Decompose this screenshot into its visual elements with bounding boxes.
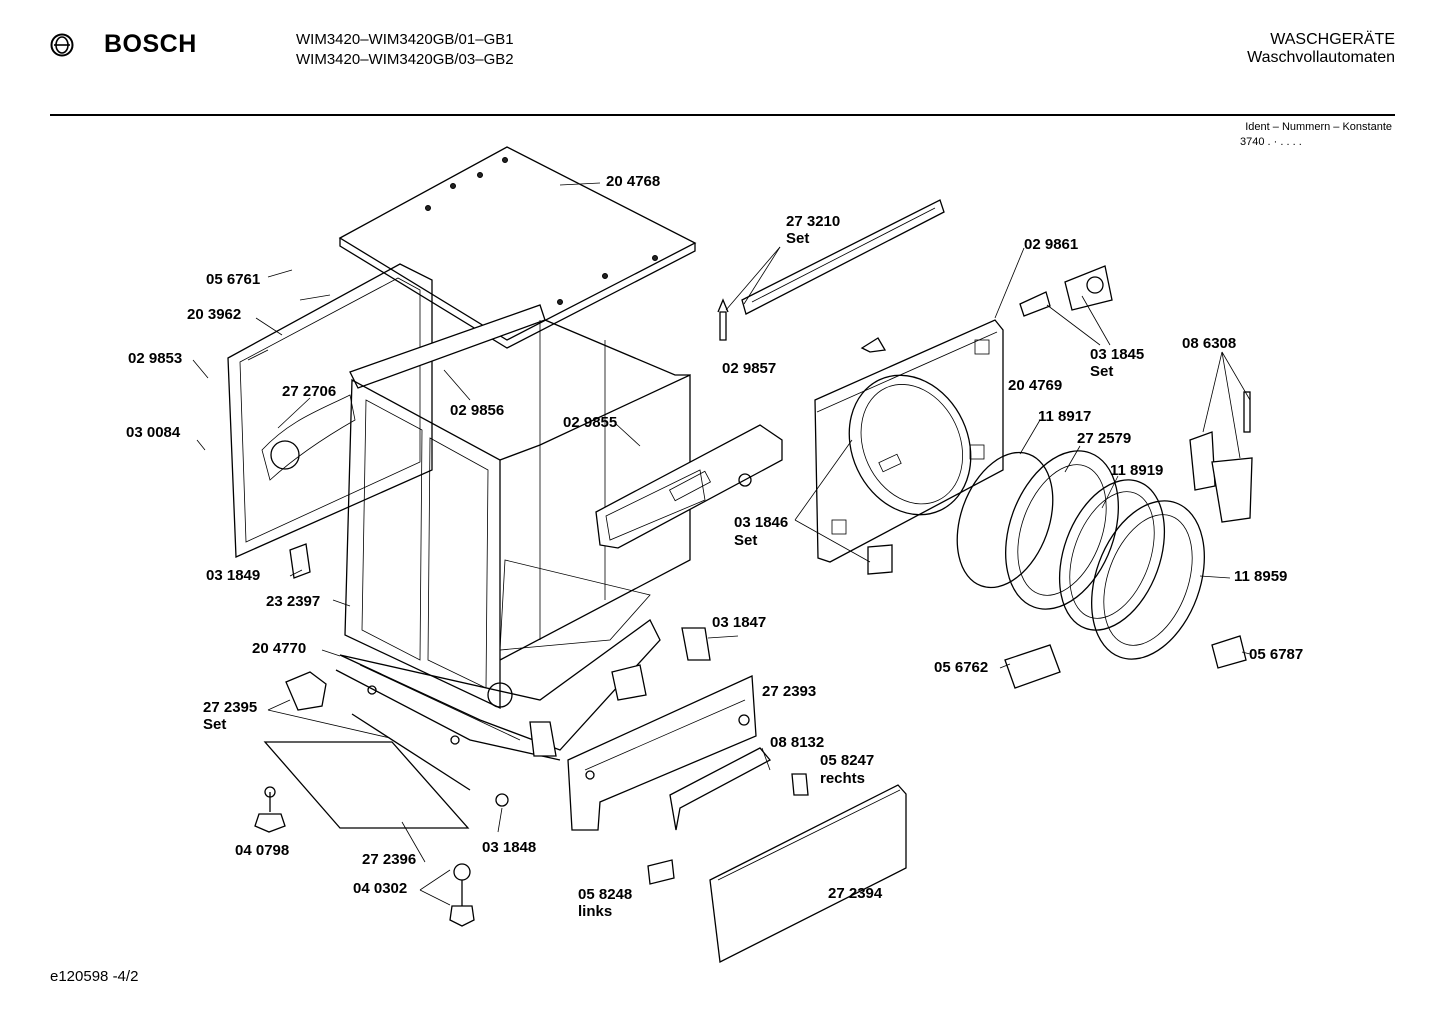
ident-caption: Ident – Nummern – Konstante (1245, 121, 1392, 133)
part-label-058247-side: rechts (820, 770, 866, 787)
part-label-272393: 27 2393 (762, 683, 817, 700)
part-label-272706: 27 2706 (282, 383, 337, 400)
brand-logo-icon (50, 33, 74, 62)
part-label-058248-side: links (578, 903, 613, 920)
part-label-029855: 02 9855 (563, 414, 618, 431)
front-panel-part (814, 319, 1004, 563)
category-line-2: Waschvollautomaten (1247, 49, 1395, 66)
model-line-2: WIM3420–WIM3420GB/03–GB2 (296, 51, 514, 68)
top-cover-part (338, 146, 697, 349)
top-strip-part (717, 199, 945, 341)
control-frame-part (595, 424, 783, 549)
part-label-118959: 11 8959 (1234, 568, 1288, 585)
header-divider (50, 114, 1395, 116)
part-label-029853: 02 9853 (128, 350, 183, 367)
part-label-030084: 03 0084 (126, 424, 181, 441)
part-label-086308: 08 6308 (1182, 335, 1237, 352)
part-label-031849: 03 1849 (206, 567, 261, 584)
part-label-203962: 20 3962 (187, 306, 242, 323)
part-label-056787: 05 6787 (1249, 646, 1304, 663)
lower-parts (254, 543, 1247, 927)
part-label-031848: 03 1848 (482, 839, 537, 856)
part-label-031847: 03 1847 (712, 614, 767, 631)
model-line-1: WIM3420–WIM3420GB/01–GB1 (296, 31, 514, 48)
part-label-040302: 04 0302 (353, 880, 408, 897)
part-label-058248: 05 8248 (578, 886, 633, 903)
ident-value: 3740 . · . . . . (1240, 136, 1302, 148)
part-label-118917: 11 8917 (1038, 408, 1092, 425)
part-label-040798: 04 0798 (235, 842, 290, 859)
part-label-029856: 02 9856 (450, 402, 505, 419)
part-label-204768: 20 4768 (606, 173, 661, 190)
part-label-272395-set: Set (203, 716, 227, 733)
part-label-031845-set: Set (1090, 363, 1114, 380)
part-label-118919: 11 8919 (1110, 462, 1164, 479)
part-label-273210-set: Set (786, 230, 810, 247)
part-label-272579: 27 2579 (1077, 430, 1132, 447)
door-lock-part (1189, 391, 1253, 523)
part-label-031846-set: Set (734, 532, 758, 549)
part-label-031845: 03 1845 (1090, 346, 1145, 363)
part-label-031846: 03 1846 (734, 514, 789, 531)
part-label-204769: 20 4769 (1008, 377, 1063, 394)
part-label-273210: 27 3210 (786, 213, 841, 230)
part-label-056762: 05 6762 (934, 659, 989, 676)
plinth-parts (567, 675, 907, 963)
leader-lines (192, 246, 1251, 906)
part-label-029857: 02 9857 (722, 360, 777, 377)
diagram-code: e120598 -4/2 (50, 968, 139, 985)
door-rings-part (956, 450, 1205, 660)
part-label-272396: 27 2396 (362, 851, 417, 868)
part-label-204770: 20 4770 (252, 640, 307, 657)
part-label-272394: 27 2394 (828, 885, 883, 902)
cabinet-part (335, 304, 691, 761)
part-label-056761: 05 6761 (206, 271, 261, 288)
rear-panel-part (227, 263, 433, 558)
part-label-232397: 23 2397 (266, 593, 321, 610)
part-label-029861: 02 9861 (1024, 236, 1079, 253)
part-label-272395: 27 2395 (203, 699, 258, 716)
part-label-058247: 05 8247 (820, 752, 875, 769)
brand-name: BOSCH (104, 30, 197, 58)
category-line-1: WASCHGERÄTE (1270, 31, 1395, 48)
part-label-088132: 08 8132 (770, 734, 825, 751)
hinge-part (1019, 265, 1113, 317)
